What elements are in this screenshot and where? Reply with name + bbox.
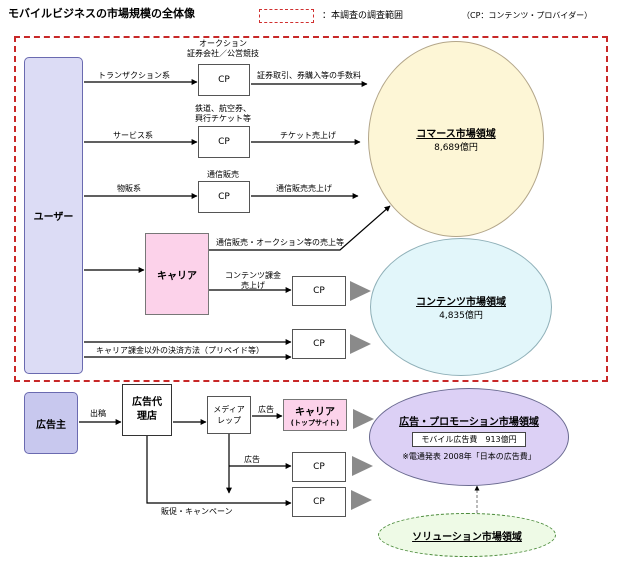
carrier-top-box: キャリア (トップサイト) [283, 399, 347, 431]
legend-label: ：本調査の調査範囲 [322, 11, 404, 21]
label-ticket-sub: 興行チケット等 [195, 114, 251, 123]
label-content-charge-2: 売上げ [241, 281, 265, 290]
commerce-market-value: 8,689億円 [434, 143, 478, 153]
media-rep-box: メディアレップ [207, 396, 251, 434]
label-service: サービス系 [113, 131, 153, 140]
label-placement: 出稿 [90, 409, 106, 418]
label-goods: 物販系 [117, 184, 141, 193]
user-box: ユーザー [24, 57, 83, 374]
cp-box-mailorder: CP [198, 181, 250, 213]
cp-box-ad: CP [292, 452, 346, 482]
carrier-label: キャリア [157, 270, 197, 282]
commerce-market-ellipse: コマース市場領域 8,689億円 [368, 41, 544, 237]
solution-market-ellipse: ソリューション市場領域 [378, 513, 556, 557]
carrier-top-sub: (トップサイト) [290, 418, 340, 427]
label-non-carrier: キャリア課金以外の決済方法（プリペイド等） [96, 346, 264, 355]
label-ad-2: 広告 [244, 455, 260, 464]
label-transaction: トランザクション系 [98, 71, 170, 80]
cp-box-promo: CP [292, 487, 346, 517]
content-market-ellipse: コンテンツ市場領域 4,835億円 [370, 238, 552, 376]
content-market-title: コンテンツ市場領域 [416, 297, 506, 308]
ad-market-value-box: モバイル広告費 913億円 [412, 431, 526, 447]
label-carrier-sales: 通信販売・オークション等の売上等 [216, 238, 344, 247]
survey-scope-region [14, 36, 608, 382]
label-promo: 販促・キャンペーン [161, 507, 233, 516]
label-content-charge-1: コンテンツ課金 [225, 271, 281, 280]
cp-note: （CP：コンテンツ・プロバイダー） [462, 11, 593, 20]
label-auction-sub: 証券会社／公営競技 [187, 49, 259, 58]
cp-box-prepaid: CP [292, 329, 346, 359]
cp-box-auction: CP [198, 64, 250, 96]
label-ticket-flow: チケット売上げ [280, 131, 336, 140]
cp-box-ticket: CP [198, 126, 250, 158]
carrier-top-title: キャリア [295, 406, 335, 418]
solution-market-title: ソリューション市場領域 [412, 531, 522, 543]
label-ad: 広告 [258, 405, 274, 414]
legend-swatch [259, 9, 314, 23]
label-mailorder-flow: 通信販売売上げ [276, 184, 332, 193]
carrier-box: キャリア [145, 233, 209, 315]
label-ticket-top: 鉄道、航空券、 [195, 104, 251, 113]
commerce-market-title: コマース市場領域 [416, 129, 496, 140]
advertiser-box: 広告主 [24, 392, 78, 454]
label-auction-top: オークション [199, 39, 247, 48]
page-title: モバイルビジネスの市場規模の全体像 [8, 7, 195, 20]
label-auction-flow: 証券取引、券購入等の手数料 [257, 71, 361, 80]
ad-market-ellipse: 広告・プロモーション市場領域 モバイル広告費 913億円 ※電通発表 2008年… [369, 388, 569, 486]
label-mailorder: 通信販売 [207, 170, 239, 179]
ad-market-title: 広告・プロモーション市場領域 [399, 416, 539, 428]
content-market-value: 4,835億円 [439, 311, 483, 321]
cp-box-content: CP [292, 276, 346, 306]
ad-market-note: ※電通発表 2008年「日本の広告費」 [402, 451, 536, 461]
agency-box: 広告代理店 [122, 384, 172, 436]
